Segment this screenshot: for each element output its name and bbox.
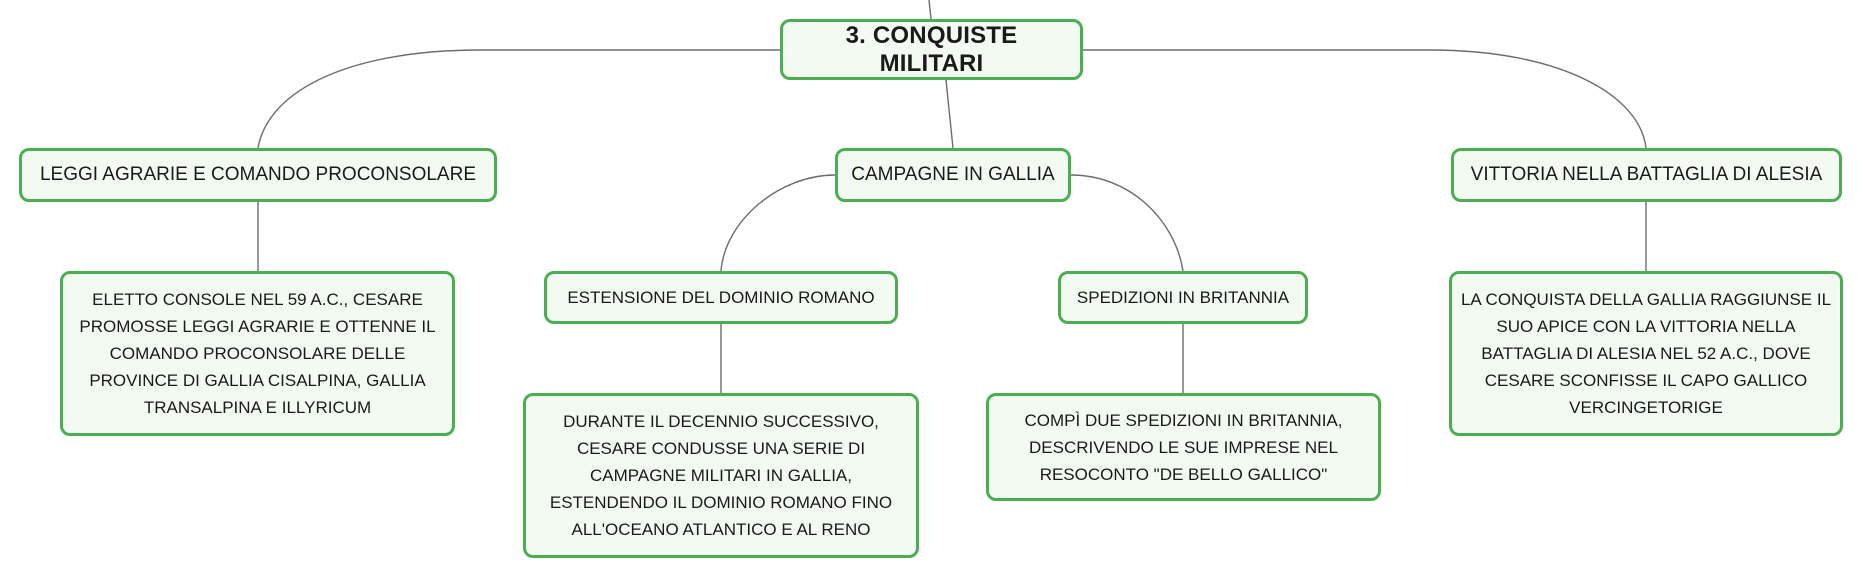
connector-center-to-estensione [720,174,836,272]
connector-incoming-root [928,0,932,20]
detail-node-battaglia-alesia[interactable]: LA CONQUISTA DELLA GALLIA RAGGIUNSE IL S… [1449,271,1843,436]
sub-label-estensione-dominio: ESTENSIONE DEL DOMINIO ROMANO [567,287,875,307]
detail-node-spedizioni-britannia[interactable]: COMPÌ DUE SPEDIZIONI IN BRITANNIA, DESCR… [986,393,1381,501]
root-node[interactable]: 3. CONQUISTE MILITARI [780,19,1083,80]
detail-text-spedizioni-britannia: COMPÌ DUE SPEDIZIONI IN BRITANNIA, DESCR… [1024,410,1343,484]
detail-text-leggi-agrarie: ELETTO CONSOLE NEL 59 A.C., CESARE PROMO… [79,290,436,417]
detail-node-leggi-agrarie[interactable]: ELETTO CONSOLE NEL 59 A.C., CESARE PROMO… [60,271,455,436]
sub-node-spedizioni-britannia[interactable]: SPEDIZIONI IN BRITANNIA [1058,271,1308,324]
detail-node-estensione-dominio[interactable]: DURANTE IL DECENNIO SUCCESSIVO, CESARE C… [523,393,919,558]
branch-node-campagne-gallia[interactable]: CAMPAGNE IN GALLIA [835,148,1071,202]
detail-text-battaglia-alesia: LA CONQUISTA DELLA GALLIA RAGGIUNSE IL S… [1460,290,1832,417]
connector-root-to-right [1083,49,1647,149]
branch-node-battaglia-alesia[interactable]: VITTORIA NELLA BATTAGLIA DI ALESIA [1451,148,1842,202]
sub-node-estensione-dominio[interactable]: ESTENSIONE DEL DOMINIO ROMANO [544,271,898,324]
connector-root-to-center [945,79,954,149]
branch-label-leggi-agrarie: LEGGI AGRARIE E COMANDO PROCONSOLARE [39,164,477,185]
root-label: 3. CONQUISTE MILITARI [845,21,1018,77]
connector-center-to-britannia [1070,174,1184,272]
detail-text-estensione-dominio: DURANTE IL DECENNIO SUCCESSIVO, CESARE C… [549,412,893,539]
branch-node-leggi-agrarie[interactable]: LEGGI AGRARIE E COMANDO PROCONSOLARE [19,148,497,202]
branch-label-battaglia-alesia: VITTORIA NELLA BATTAGLIA DI ALESIA [1470,164,1823,185]
branch-label-campagne-gallia: CAMPAGNE IN GALLIA [851,164,1055,185]
sub-label-spedizioni-britannia: SPEDIZIONI IN BRITANNIA [1076,287,1290,307]
connector-root-to-left [257,49,780,149]
